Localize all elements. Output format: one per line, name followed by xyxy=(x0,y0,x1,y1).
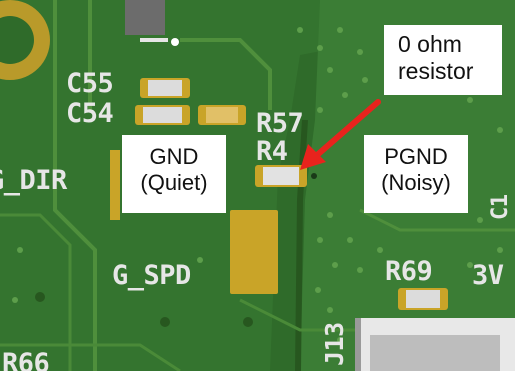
silk-mark xyxy=(140,38,168,42)
pgnd-label-line1: PGND xyxy=(384,144,448,169)
mounting-hole xyxy=(0,16,34,64)
silk-g-dir: G_DIR xyxy=(0,165,67,196)
edge-pad xyxy=(110,150,120,220)
silk-r57: R57 xyxy=(256,108,304,139)
silk-c1: C1 xyxy=(488,194,513,221)
silk-c55: C55 xyxy=(66,68,114,99)
arrow-shaft xyxy=(313,99,381,159)
via xyxy=(243,317,253,327)
trace xyxy=(359,208,515,232)
ic-chip xyxy=(125,0,165,35)
resistor-label-line1: 0 ohm xyxy=(398,31,462,57)
pgnd-label-line2: (Noisy) xyxy=(381,169,451,195)
gnd-quiet-label: GND (Quiet) xyxy=(122,135,226,213)
via xyxy=(160,317,170,327)
trace xyxy=(239,298,360,332)
silk-3v: 3V xyxy=(472,260,504,291)
pin-dot xyxy=(171,38,179,46)
resistor-label-line2: resistor xyxy=(398,58,474,85)
via xyxy=(35,292,45,302)
silk-c54: C54 xyxy=(66,98,114,129)
silk-r69: R69 xyxy=(385,256,433,287)
gnd-label-line1: GND xyxy=(149,144,199,169)
via xyxy=(311,173,317,179)
board-corner xyxy=(380,0,515,20)
resistor-label: 0 ohm resistor xyxy=(384,25,502,95)
trace xyxy=(0,213,72,371)
pgnd-noisy-label: PGND (Noisy) xyxy=(364,135,468,213)
silk-g-spd: G_SPD xyxy=(112,260,191,291)
plane-split xyxy=(295,119,308,371)
silk-r4: R4 xyxy=(256,136,288,167)
arrow-head xyxy=(300,144,326,170)
silk-r66: R66 xyxy=(2,348,50,371)
trace xyxy=(180,38,272,110)
silk-j13: J13 xyxy=(320,322,349,366)
gnd-label-line2: (Quiet) xyxy=(140,169,208,195)
trace xyxy=(53,0,97,371)
trace xyxy=(0,343,181,371)
large-pad xyxy=(230,210,278,294)
